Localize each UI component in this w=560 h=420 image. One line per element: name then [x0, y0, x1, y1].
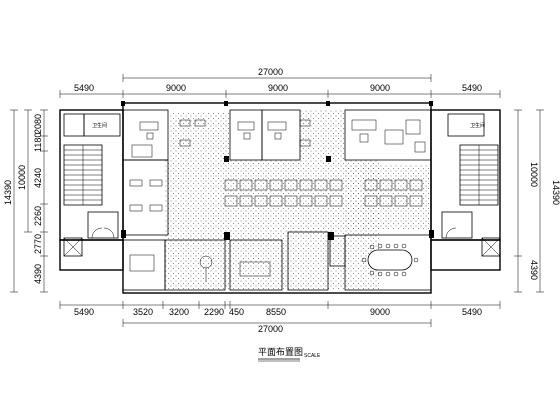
left-seg-6: 4390 [33, 264, 43, 284]
top-corridor-pattern-2 [300, 110, 345, 160]
top-overall-dimension: 27000 [122, 67, 432, 82]
left-central-zone [122, 159, 226, 291]
svg-text:卫生间: 卫生间 [92, 122, 107, 129]
main-floor-pattern [165, 160, 380, 290]
left-overall-dimension: 14390 [3, 109, 18, 293]
bottom-seg-1: 5490 [74, 307, 94, 317]
left-seg-3: 4240 [33, 168, 43, 188]
left-wing: 卫生间 [63, 113, 121, 257]
top-seg-4: 9000 [370, 83, 390, 93]
right-inner-label: 10000 [529, 162, 539, 187]
right-floor-pattern [345, 165, 430, 230]
left-segment-dimensions: 2080 1180 4240 2260 2770 4390 [33, 109, 48, 293]
title-label: 平面布置图 [258, 346, 303, 358]
bottom-seg-3: 3200 [169, 307, 189, 317]
svg-text:卫生间: 卫生间 [470, 122, 485, 129]
left-seg-1: 2080 [33, 114, 43, 134]
left-inner-dimension: 10000 [17, 109, 32, 233]
bottom-segment-dimensions: 5490 3520 3200 2290 450 8550 9000 5490 [59, 301, 501, 317]
left-overall-label: 14390 [3, 180, 13, 205]
top-seg-3: 9000 [268, 83, 288, 93]
top-seg-2: 9000 [166, 83, 186, 93]
bottom-seg-2: 3520 [133, 307, 153, 317]
right-bottom-label: 4390 [529, 260, 539, 280]
left-seg-5: 2770 [33, 234, 43, 254]
top-segment-dimensions: 5490 9000 9000 9000 5490 [59, 83, 501, 98]
bottom-seg-5: 450 [229, 307, 244, 317]
right-overall-dimension: 14390 [536, 109, 560, 293]
bottom-seg-8: 5490 [462, 307, 482, 317]
bottom-overall-dimension: 27000 [122, 319, 432, 334]
top-corridor-pattern [170, 112, 230, 160]
left-inner-label: 10000 [17, 165, 27, 190]
bottom-seg-6: 8550 [266, 307, 286, 317]
right-overall-label: 14390 [551, 180, 560, 205]
top-overall-label: 27000 [258, 67, 283, 77]
right-inner-dimension: 10000 4390 [514, 109, 539, 293]
open-office-workstations [224, 179, 423, 207]
drawing-title: 平面布置图 SCALE [258, 346, 321, 362]
left-seg-2: 1180 [33, 133, 43, 152]
structural-columns [121, 101, 434, 240]
left-seg-4: 2260 [33, 206, 43, 226]
top-seg-1: 5490 [74, 83, 94, 93]
bottom-seg-7: 9000 [370, 307, 390, 317]
right-wing: 卫生间 [441, 113, 501, 257]
top-seg-5: 5490 [462, 83, 482, 93]
bottom-seg-4: 2290 [204, 307, 224, 317]
top-offices [122, 109, 432, 161]
scale-label: SCALE [304, 353, 321, 359]
left-stairs [64, 145, 102, 205]
conference-room [344, 234, 432, 291]
right-stairs [460, 145, 498, 205]
bottom-overall-label: 27000 [258, 324, 283, 334]
